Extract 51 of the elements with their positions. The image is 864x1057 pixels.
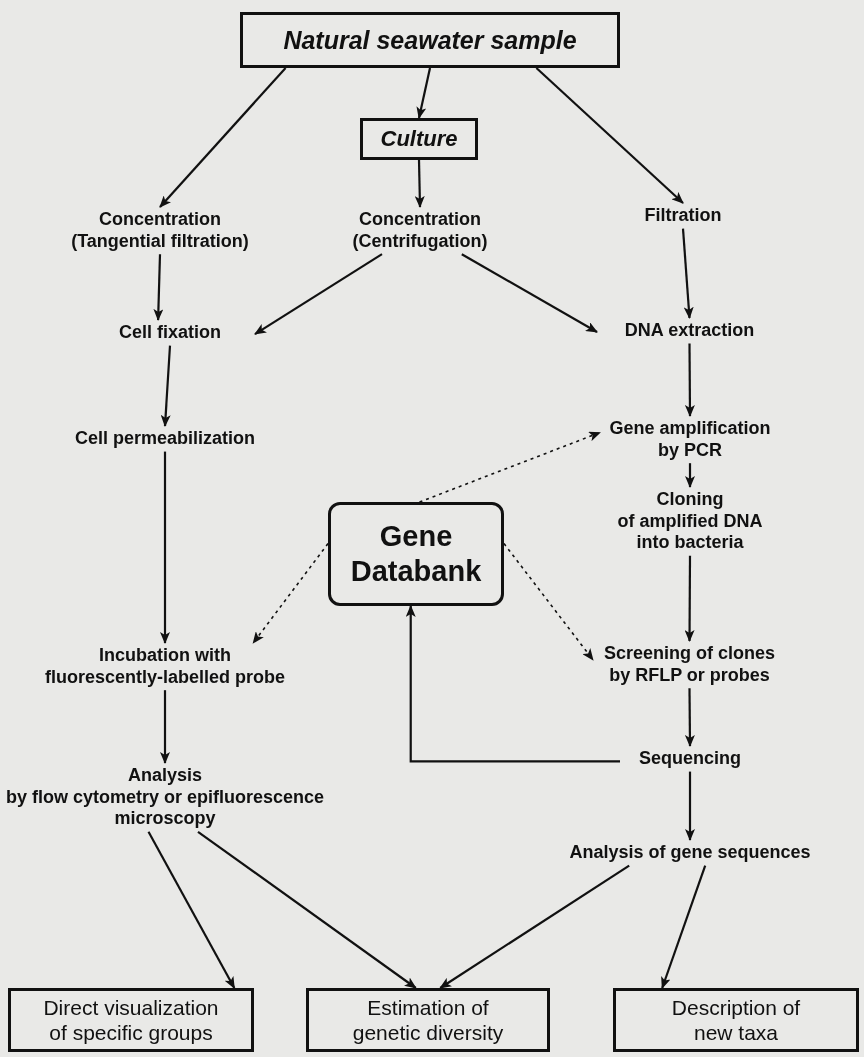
arrow [439,864,630,989]
dotted-arrow [418,431,601,503]
dotted-arrow [503,542,594,661]
arrow [153,254,164,321]
outcome-box [8,988,254,1052]
arrow [405,605,620,763]
arrow [414,159,425,208]
outcome-box [306,988,550,1052]
step-label: Analysis [127,765,202,787]
arrow [160,690,170,764]
box-label: Culture [380,125,458,153]
box-label: Estimation of genetic diversity [351,994,505,1046]
step-label: Sequencing [639,748,741,770]
databank-box [328,502,504,606]
arrow [535,67,684,204]
step-label: Incubation with fluorescently-labelled probe [43,645,287,689]
dotted-arrow [252,542,329,644]
process-box [240,12,620,68]
step-label: Cloning [656,489,724,511]
arrow [160,345,172,427]
step-label: DNA extraction [624,320,755,342]
step-label: Analysis of gene sequences [569,842,811,864]
step-label: Filtration [644,205,722,227]
step-label: Gene amplification by PCR [608,418,772,462]
outcome-box [613,988,859,1052]
step-label: Screening of clones by RFLP or probes [602,643,776,687]
box-label: Gene Databank [349,519,483,589]
arrow [160,451,170,644]
arrow [661,865,707,989]
arrow [416,67,432,119]
arrow [684,555,695,642]
arrow [685,463,695,488]
step-label: Cell fixation [119,322,221,344]
arrow [684,343,695,417]
arrow [461,253,598,334]
arrow [159,67,287,208]
step-label: Cell permeabilization [74,428,255,450]
arrow [254,253,383,335]
step-label: Concentration (Centrifugation) [351,209,489,253]
box-label: Description of new taxa [670,994,802,1046]
step-label: of amplified DNA into bacteria [616,510,764,554]
box-label: Direct visualization of specific groups [42,994,220,1046]
box-label: Natural seawater sample [283,25,577,55]
arrow [684,688,695,747]
arrow [681,228,694,319]
arrow [197,830,417,989]
step-label: Concentration (Tangential filtration) [70,209,250,253]
process-box [360,118,478,160]
arrow [685,771,695,841]
step-label: by flow cytometry or epifluorescence microscopy [4,786,326,830]
arrow [147,831,236,989]
